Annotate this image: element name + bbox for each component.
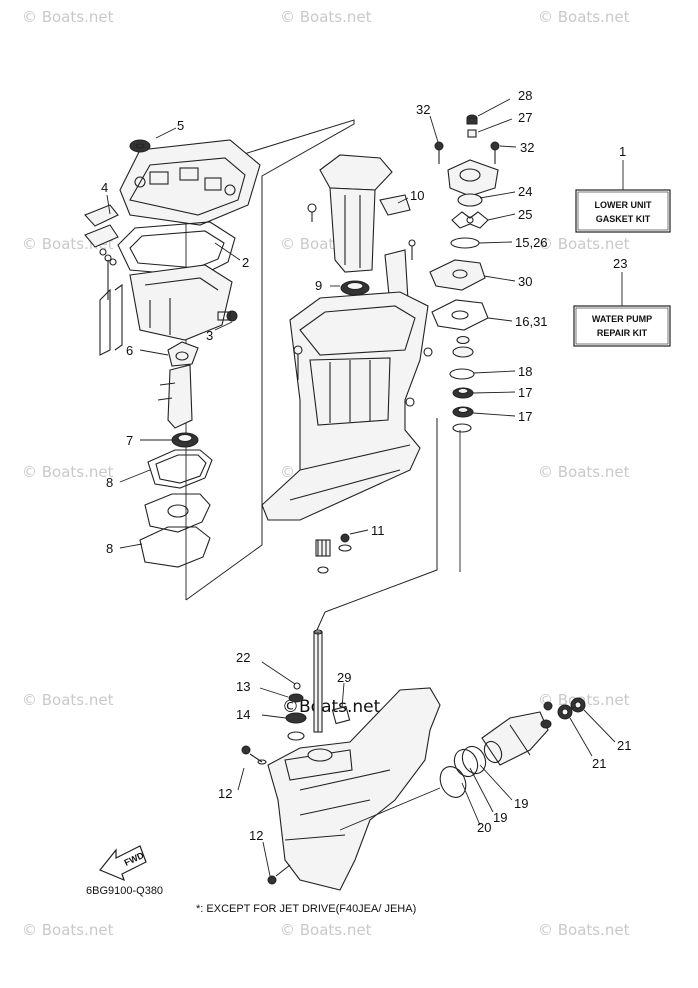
callout-19-right: 19 <box>514 796 528 811</box>
callout-8-top: 8 <box>106 475 113 490</box>
callout-12-bottom: 12 <box>249 828 263 843</box>
callout-8-bottom: 8 <box>106 541 113 556</box>
callout-23: 23 <box>613 256 627 271</box>
watermark-6: © Boats.net <box>538 235 630 253</box>
upper-casing <box>119 139 261 226</box>
gear-case <box>241 629 441 891</box>
watermark-7: © Boats.net <box>22 463 114 481</box>
gasket-2-inner <box>129 230 225 269</box>
callout-32-left: 32 <box>416 102 430 117</box>
kit-23-line2: REPAIR KIT <box>597 328 648 338</box>
callout-22: 22 <box>236 650 250 665</box>
kit-water-pump: WATER PUMP REPAIR KIT 23 <box>573 256 671 347</box>
watermark-10: © Boats.net <box>22 691 114 709</box>
callout-1: 1 <box>619 144 626 159</box>
callout-2: 2 <box>242 255 249 270</box>
leader-lines <box>106 98 616 877</box>
callout-13: 13 <box>236 679 250 694</box>
callout-25: 25 <box>518 207 532 222</box>
upper-case <box>261 291 433 521</box>
watermark-3: © Boats.net <box>538 8 630 26</box>
callout-3: 3 <box>206 328 213 343</box>
kit-lower-unit: LOWER UNIT GASKET KIT 1 <box>575 144 671 233</box>
callout-4: 4 <box>101 180 108 195</box>
prop-axis-line <box>339 787 441 831</box>
center-watermark: ©Boats.net <box>282 697 381 717</box>
callout-18: 18 <box>518 364 532 379</box>
part-11-pins <box>315 533 352 574</box>
pipe-assembly <box>99 254 123 356</box>
kit-1-line1: LOWER UNIT <box>595 200 652 210</box>
callout-9: 9 <box>315 278 322 293</box>
callout-20: 20 <box>477 820 491 835</box>
part-4-plates <box>84 204 119 266</box>
gasket-8-bottom <box>139 526 211 568</box>
watermark-1: © Boats.net <box>22 8 114 26</box>
callout-24: 24 <box>518 184 532 199</box>
left-group-bracket <box>185 119 355 601</box>
seal-7 <box>171 432 199 448</box>
diagram-code: 6BG9100-Q380 <box>86 885 163 897</box>
callout-5: 5 <box>177 118 184 133</box>
callout-21-left: 21 <box>592 756 606 771</box>
fwd-arrow-icon: FWD <box>99 845 147 882</box>
callouts: 5 4 2 3 6 7 8 8 9 10 11 28 27 32 32 24 2… <box>101 88 631 843</box>
seal-9 <box>340 280 370 296</box>
callout-32-right: 32 <box>520 140 534 155</box>
callout-14: 14 <box>236 707 250 722</box>
callout-12-top: 12 <box>218 786 232 801</box>
callout-28: 28 <box>518 88 532 103</box>
watermark-12: © Boats.net <box>22 921 114 939</box>
gasket-2 <box>117 221 236 277</box>
gasket-8-top-inner <box>155 454 207 484</box>
callout-19-left: 19 <box>493 810 507 825</box>
gasket-8-top <box>147 449 213 489</box>
part-6-exhaust <box>157 341 199 429</box>
callout-7: 7 <box>126 433 133 448</box>
footnote: *: EXCEPT FOR JET DRIVE(F40JEA/ JEHA) <box>196 903 416 915</box>
lower-connector-line <box>316 418 438 631</box>
callout-6: 6 <box>126 343 133 358</box>
callout-27: 27 <box>518 110 532 125</box>
watermark-2: © Boats.net <box>280 8 372 26</box>
callout-11: 11 <box>371 523 385 538</box>
watermark-11: © Boats.net <box>538 691 630 709</box>
watermark-14: © Boats.net <box>538 921 630 939</box>
middle-plate-hole <box>167 504 189 518</box>
lower-housing <box>129 264 238 341</box>
middle-plate <box>144 493 211 533</box>
callout-30: 30 <box>518 274 532 289</box>
callout-16-31: 16,31 <box>515 314 548 329</box>
callout-29: 29 <box>337 670 351 685</box>
callout-17-top: 17 <box>518 385 532 400</box>
kit-23-line1: WATER PUMP <box>592 314 652 324</box>
exhaust-guide <box>307 154 411 273</box>
callout-21-right: 21 <box>617 738 631 753</box>
prop-shaft-housing <box>439 697 586 798</box>
water-pump-stack <box>429 114 500 433</box>
watermark-9: © Boats.net <box>538 463 630 481</box>
callout-17-bottom: 17 <box>518 409 532 424</box>
callout-15-26: 15,26 <box>515 235 548 250</box>
callout-10: 10 <box>410 188 424 203</box>
watermark-13: © Boats.net <box>280 921 372 939</box>
kit-1-line2: GASKET KIT <box>596 214 651 224</box>
